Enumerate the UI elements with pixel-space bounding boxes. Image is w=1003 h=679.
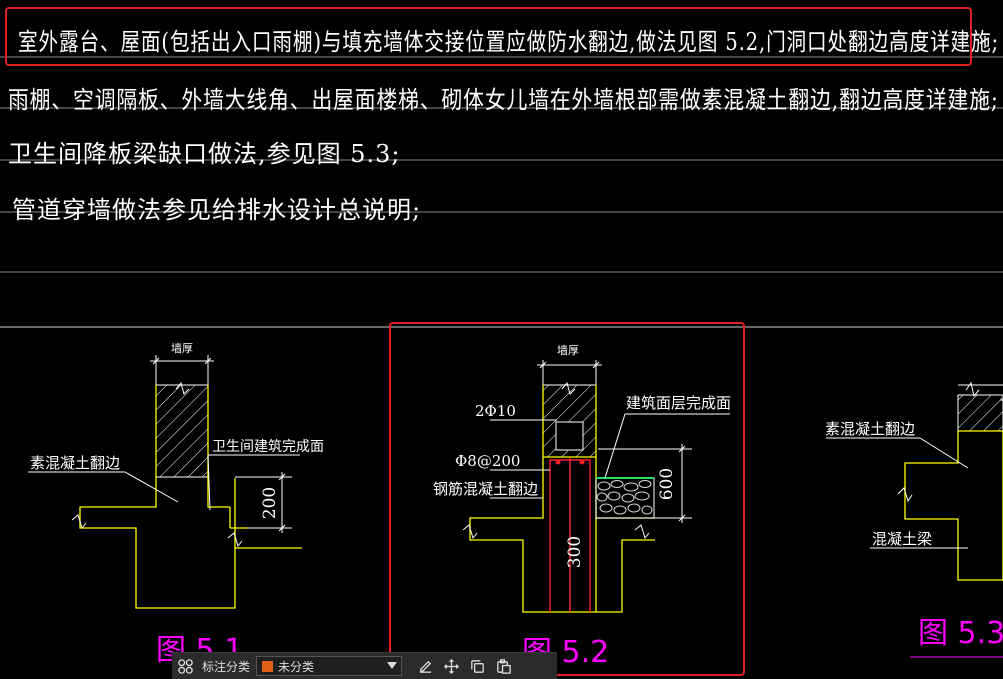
edit-icon[interactable] bbox=[412, 653, 438, 679]
fig52-rebar-label: 2Φ10 bbox=[475, 402, 516, 420]
category-label: 标注分类 bbox=[202, 659, 251, 674]
category-select[interactable]: 未分类 bbox=[256, 656, 403, 676]
note-line-1: 室外露台、屋面(包括出入口雨棚)与填充墙体交接位置应做防水翻边,做法见图 5.2… bbox=[18, 28, 999, 56]
paste-icon[interactable] bbox=[490, 653, 516, 679]
highlight-box-note-1 bbox=[5, 7, 972, 66]
figure-5-3: 素混凝土翻边 混凝土梁 图 5.3 bbox=[825, 381, 1003, 658]
fig52-gravel-fill bbox=[595, 477, 655, 519]
category-color-swatch bbox=[262, 660, 274, 672]
fig51-wall-thickness-label: 墙厚 bbox=[171, 341, 193, 355]
fig52-rc-curb-label: 钢筋混凝土翻边 bbox=[433, 480, 538, 498]
chevron-down-icon[interactable] bbox=[387, 662, 398, 669]
note-line-2: 雨棚、空调隔板、外墙大线角、出屋面楼梯、砌体女儿墙在外墙根部需做素混凝土翻边,翻… bbox=[8, 86, 999, 114]
fig52-stirrup-label: Φ8@200 bbox=[455, 452, 520, 470]
fig51-height-dimension: 200 bbox=[260, 487, 280, 519]
note-line-3: 卫生间降板梁缺口做法,参见图 5.3; bbox=[8, 140, 401, 168]
fig53-plain-curb-label: 素混凝土翻边 bbox=[825, 420, 915, 438]
fig53-beam-label: 混凝土梁 bbox=[872, 530, 932, 548]
move-icon[interactable] bbox=[438, 653, 464, 679]
fig51-plain-curb-label: 素混凝土翻边 bbox=[30, 454, 120, 472]
figure-5-1: 墙厚 素混凝土翻边 卫生间建筑完成面 200 图 5.1 bbox=[28, 341, 324, 668]
fig51-finish-label: 卫生间建筑完成面 bbox=[212, 439, 324, 455]
highlight-box-figure-5-2 bbox=[389, 322, 745, 676]
fig52-finish-label: 建筑面层完成面 bbox=[626, 394, 731, 412]
fig53-caption: 图 5.3 bbox=[918, 616, 1003, 651]
copy-icon[interactable] bbox=[464, 653, 490, 679]
figure-5-2: 墙厚 bbox=[433, 343, 731, 670]
annotation-toolbar: 标注分类 未分类 bbox=[172, 652, 557, 679]
fig52-depth-dimension: 300 bbox=[565, 536, 585, 568]
category-value: 未分类 bbox=[278, 659, 315, 674]
note-line-4: 管道穿墙做法参见给排水设计总说明; bbox=[12, 196, 422, 224]
fig52-height-dimension: 600 bbox=[657, 468, 677, 500]
grid-icon[interactable] bbox=[172, 653, 198, 679]
guide-lines bbox=[0, 56, 1003, 328]
fig52-wall-thickness-label: 墙厚 bbox=[557, 343, 579, 357]
